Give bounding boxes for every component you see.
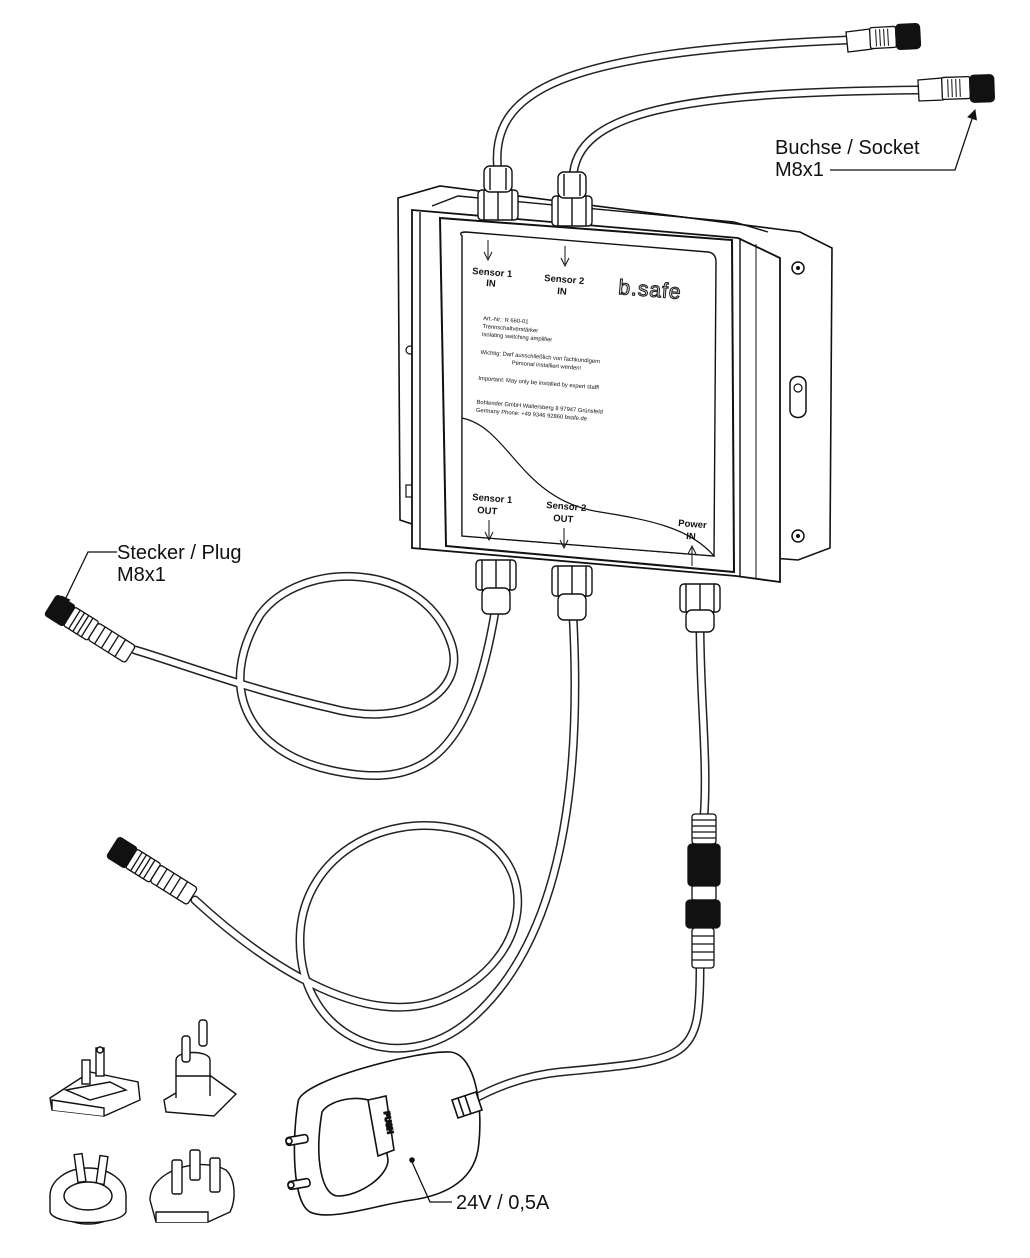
socket-callout-line1: Buchse / Socket <box>775 137 920 159</box>
plug-callout-line2: M8x1 <box>117 564 166 586</box>
power-m8-coupling <box>685 813 721 969</box>
input-port-labels: Sensor 1 IN Sensor 2 IN <box>472 240 585 298</box>
port-label-sensor1-in-dir: IN <box>486 278 496 290</box>
power-supply-rating: 24V / 0,5A <box>456 1192 550 1214</box>
cable-gland-out-1 <box>475 559 517 615</box>
port-label-sensor2-out-dir: OUT <box>553 513 574 526</box>
uk-plug-adapter <box>149 1149 235 1223</box>
port-label-sensor2-in-dir: IN <box>557 286 567 298</box>
au-plug-adapter <box>49 1152 127 1225</box>
input-cables <box>492 35 925 183</box>
port-label-sensor2-in: Sensor 2 <box>544 273 585 287</box>
socket-callout-line2: M8x1 <box>775 159 824 181</box>
plug-callout: Stecker / Plug M8x1 <box>61 542 242 607</box>
output-port-labels: Sensor 1 OUT Sensor 2 OUT Power IN <box>472 492 708 566</box>
label-line-en: Isolating switching amplifier <box>482 332 553 344</box>
output-cables <box>130 571 710 1107</box>
m8-socket-connector-2 <box>917 74 995 103</box>
cable-gland-in-2 <box>551 171 593 227</box>
label-article-number: Art.-Nr.: R 660-01 <box>483 316 529 326</box>
cable-gland-power <box>679 583 721 633</box>
power-supply-24v: PUSH <box>285 1051 484 1216</box>
label-warning-de-2: Personal installiert werden! <box>511 360 581 371</box>
eu-plug-adapter <box>163 1019 238 1117</box>
port-label-power-in: Power <box>678 518 708 531</box>
m8-plug-connector-2 <box>106 836 198 905</box>
port-label-sensor1-in: Sensor 1 <box>472 266 514 280</box>
cable-gland-in-1 <box>477 165 519 221</box>
plug-callout-line1: Stecker / Plug <box>117 542 242 564</box>
isolating-amplifier-device: Sensor 1 IN Sensor 2 IN b.safe Art.-Nr.:… <box>397 185 833 584</box>
port-label-power-in-dir: IN <box>686 531 696 543</box>
us-plug-adapter <box>49 1046 141 1117</box>
m8-plug-connector-1 <box>44 594 136 663</box>
m8-socket-connector-1 <box>845 22 922 53</box>
cable-gland-out-2 <box>551 565 593 621</box>
socket-callout: Buchse / Socket M8x1 <box>775 109 977 181</box>
bsafe-logo: b.safe <box>618 276 683 304</box>
port-label-sensor2-out: Sensor 2 <box>546 500 587 514</box>
port-label-sensor1-out-dir: OUT <box>477 505 498 518</box>
label-line-de: Trennschaltverstärker <box>482 324 538 334</box>
port-label-sensor1-out: Sensor 1 <box>472 492 514 506</box>
power-supply-callout: 24V / 0,5A <box>411 1161 550 1214</box>
